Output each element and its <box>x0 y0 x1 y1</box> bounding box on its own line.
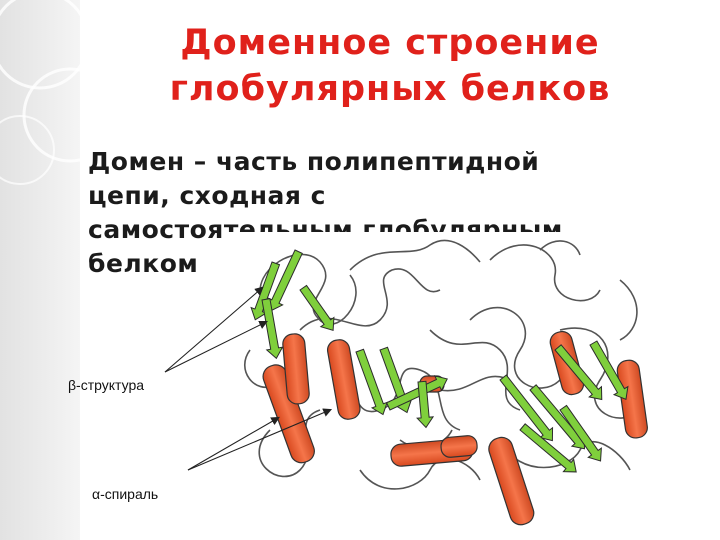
beta-structure-label: β-структура <box>68 377 144 393</box>
alpha-helix-label: α-спираль <box>92 486 158 502</box>
alpha-helix <box>440 435 478 458</box>
